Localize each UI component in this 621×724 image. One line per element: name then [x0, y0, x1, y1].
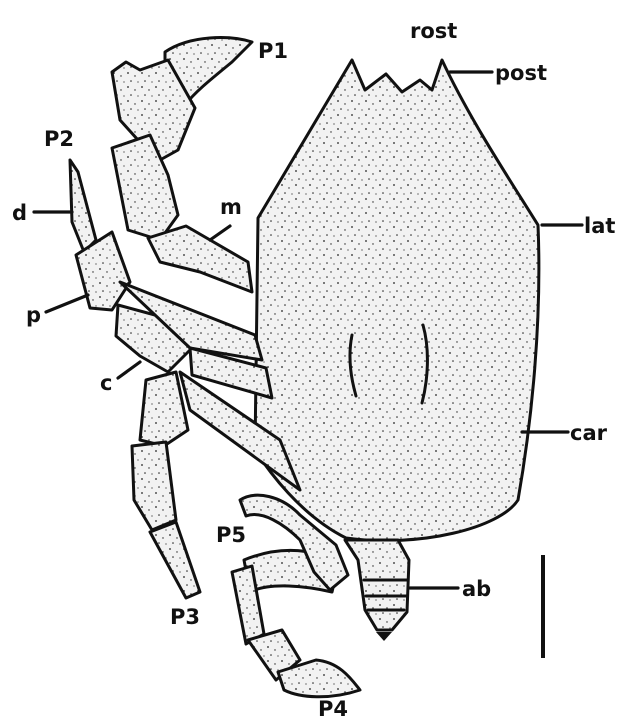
- label-p: p: [26, 303, 41, 327]
- label-post: post: [495, 61, 547, 85]
- label-p4: P4: [318, 697, 348, 719]
- label-p1: P1: [258, 39, 288, 63]
- leader-m: [210, 226, 230, 240]
- abdomen: [345, 540, 409, 641]
- leader-p: [46, 295, 88, 312]
- label-car: car: [570, 421, 608, 445]
- label-lat: lat: [584, 214, 615, 238]
- label-p5: P5: [216, 523, 246, 547]
- label-d: d: [12, 201, 27, 225]
- label-p3: P3: [170, 605, 200, 629]
- carapace: [255, 60, 539, 541]
- label-p2: P2: [44, 127, 74, 151]
- label-c: c: [100, 371, 112, 395]
- label-ab: ab: [462, 577, 491, 601]
- label-rost: rost: [410, 19, 457, 43]
- label-m: m: [220, 195, 242, 219]
- leader-c: [118, 362, 140, 378]
- leg-p1: [112, 38, 252, 292]
